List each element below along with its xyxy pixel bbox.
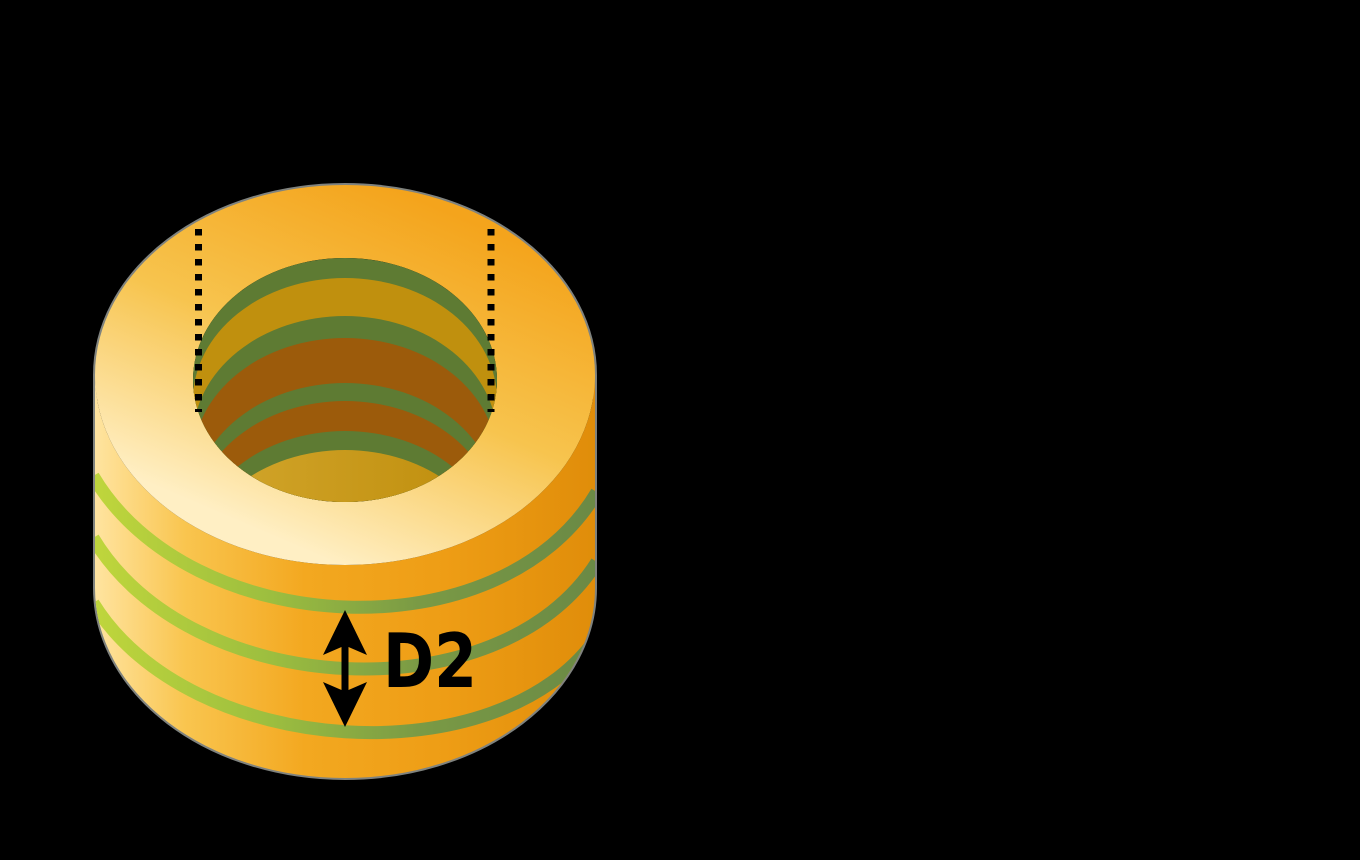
inner-diameter-dashed-lines <box>195 229 495 412</box>
dimension-label: D2 <box>383 617 477 705</box>
thread-stripe <box>95 599 595 740</box>
top-face-ring <box>95 185 595 565</box>
bore-interior <box>193 258 497 502</box>
thread-stripe <box>95 472 595 614</box>
dimension-arrow-icon <box>323 610 367 727</box>
